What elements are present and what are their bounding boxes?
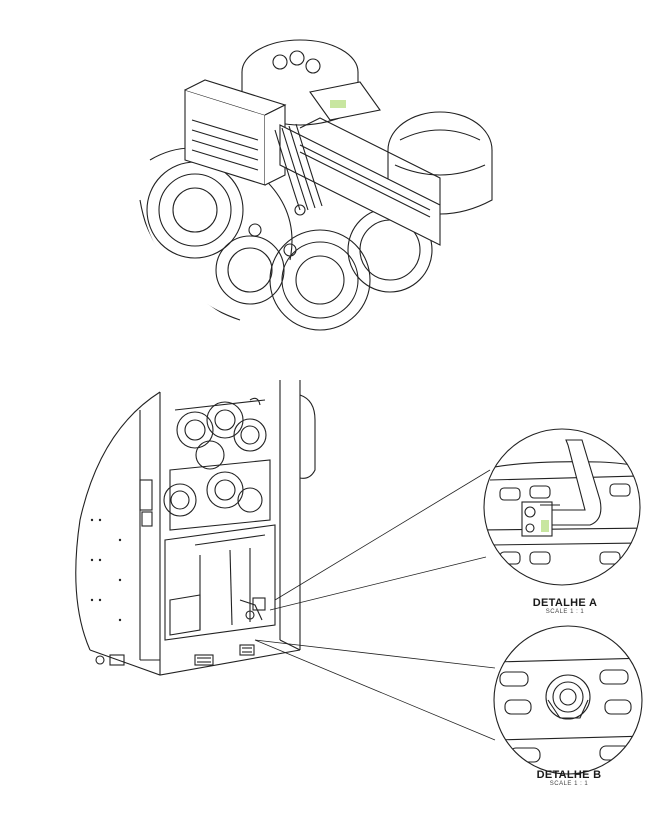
leader-lines bbox=[254, 469, 496, 741]
detail-b-label: DETALHE B SCALE 1 : 1 bbox=[514, 769, 624, 787]
detail-a-title: DETALHE A bbox=[532, 597, 598, 609]
detail-b-scale: SCALE 1 : 1 bbox=[549, 781, 589, 787]
main-cabinet-view bbox=[75, 380, 316, 676]
detail-b-view bbox=[493, 625, 643, 775]
detail-b-title: DETALHE B bbox=[536, 769, 602, 781]
detail-a-label: DETALHE A SCALE 1 : 1 bbox=[510, 597, 620, 615]
detail-a-view bbox=[483, 428, 641, 586]
top-detail-view bbox=[139, 39, 493, 331]
detail-a-scale: SCALE 1 : 1 bbox=[545, 609, 585, 615]
